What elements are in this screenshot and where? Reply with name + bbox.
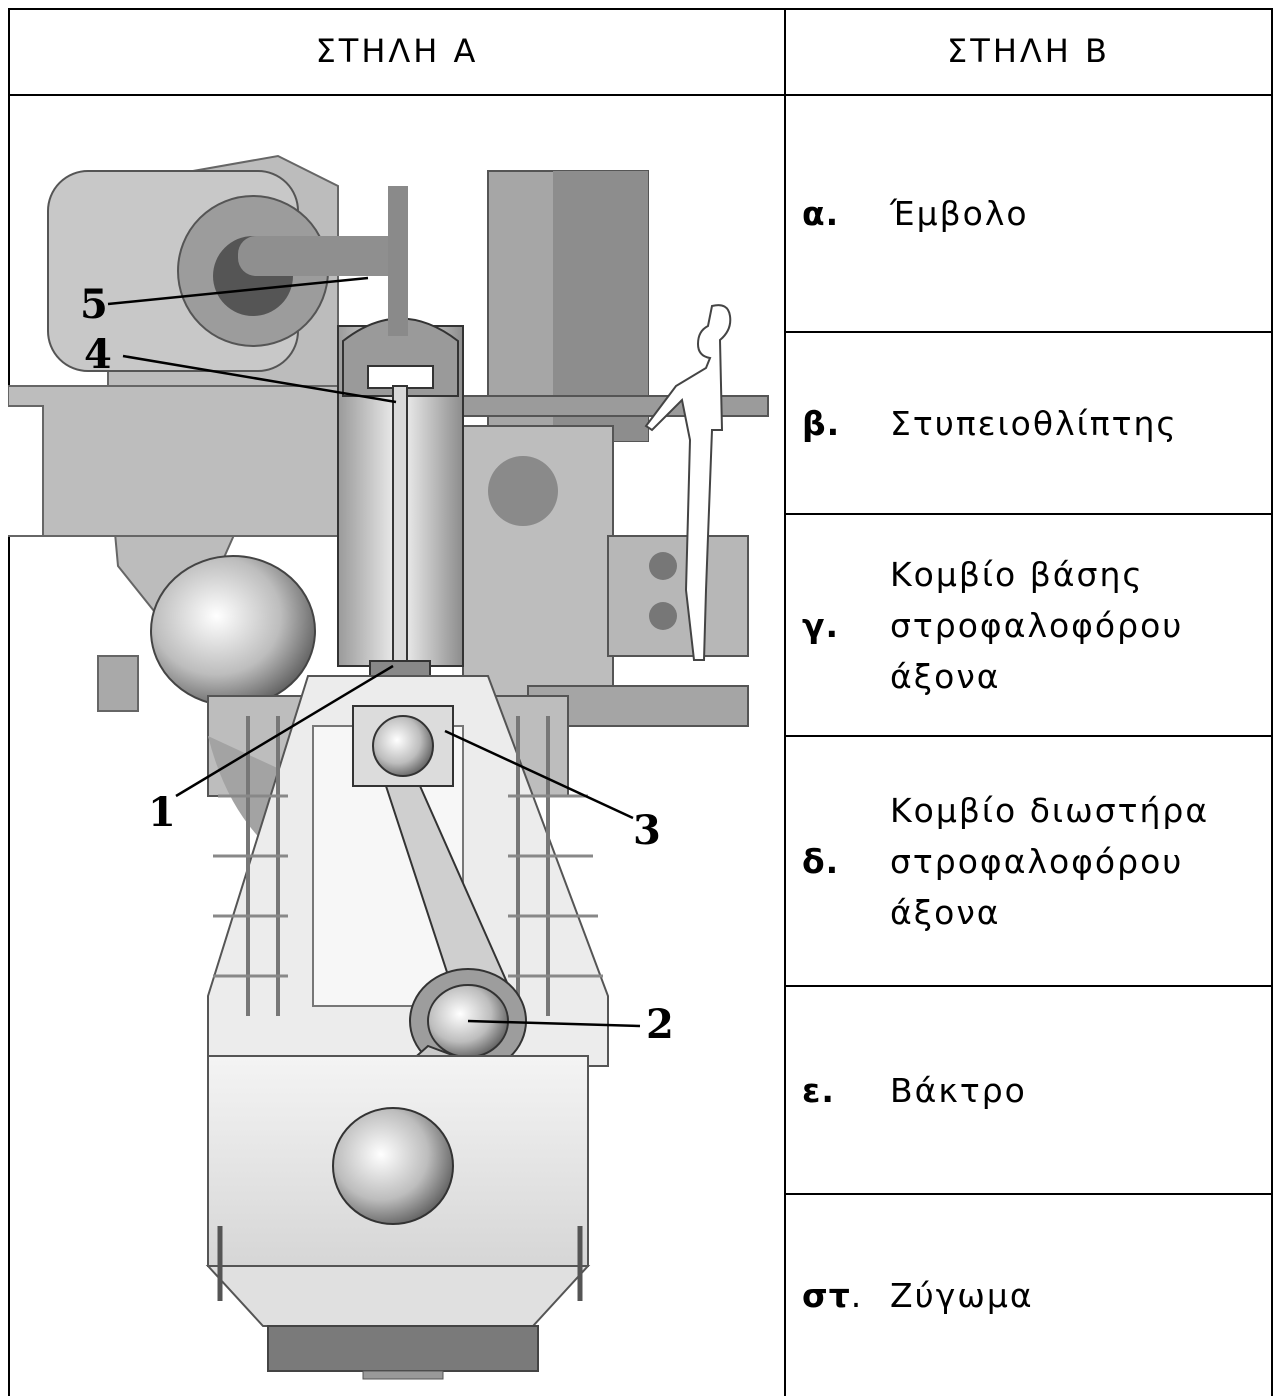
- row-text: Στυπειοθλίπτης: [890, 403, 1178, 443]
- oil-sump: [267, 1325, 539, 1372]
- table-border-top: [8, 8, 1273, 10]
- row-marker: δ.: [802, 841, 840, 881]
- callout-leader-3: [444, 729, 634, 820]
- row-text: Κομβίο διωστήρα στροφαλοφόρου άξονα: [890, 790, 1210, 932]
- row-marker: ε.: [802, 1070, 835, 1110]
- person-silhouette: [644, 304, 732, 661]
- piston: [367, 365, 434, 389]
- row-text: Ζύγωμα: [890, 1276, 1034, 1315]
- callout-5: 5: [80, 281, 108, 328]
- row-text: Έμβολο: [890, 194, 1029, 233]
- row-marker: στ.: [802, 1276, 863, 1315]
- row-divider: [786, 735, 1273, 737]
- engine-cross-section-figure: 5 4 1 3 2: [8, 96, 784, 1396]
- row-marker: α.: [802, 194, 840, 233]
- row-alpha: α. Έμβολο: [786, 96, 1273, 331]
- row-divider: [786, 985, 1273, 987]
- callout-4: 4: [84, 331, 112, 378]
- callout-leader-5: [107, 276, 369, 306]
- row-marker: γ.: [802, 605, 840, 645]
- engine-drawing: 5 4 1 3 2: [8, 154, 769, 1380]
- row-delta: δ. Κομβίο διωστήρα στροφαλοφόρου άξονα: [786, 737, 1273, 985]
- callout-2: 2: [646, 1001, 674, 1048]
- column-a-header: ΣΤΗΛΗ Α: [315, 32, 479, 70]
- callout-1: 1: [148, 789, 176, 836]
- callout-leader-4: [122, 354, 397, 404]
- column-b-header: ΣΤΗΛΗ Β: [947, 32, 1110, 70]
- scavenge-air-receiver: [150, 555, 316, 707]
- row-marker: β.: [802, 403, 841, 443]
- main-bearing-journal: [332, 1107, 454, 1225]
- row-text: Κομβίο βάσης στροφαλοφόρου άξονα: [890, 554, 1184, 696]
- table-border-right: [1271, 8, 1273, 1396]
- table-border-left: [8, 8, 10, 1396]
- row-text: Βάκτρο: [890, 1070, 1027, 1110]
- row-beta: β. Στυπειοθλίπτης: [786, 333, 1273, 513]
- row-epsilon: ε. Βάκτρο: [786, 987, 1273, 1193]
- callout-leader-2: [467, 1019, 641, 1028]
- header-divider: [8, 94, 1273, 96]
- callout-3: 3: [633, 807, 661, 854]
- callout-leader-1: [175, 664, 394, 798]
- row-gamma: γ. Κομβίο βάσης στροφαλοφόρου άξονα: [786, 515, 1273, 735]
- column-divider: [784, 8, 786, 1396]
- row-divider: [786, 513, 1273, 515]
- row-stigma: στ. Ζύγωμα: [786, 1195, 1273, 1396]
- row-divider: [786, 1193, 1273, 1195]
- row-divider: [786, 331, 1273, 333]
- matching-table: ΣΤΗΛΗ Α ΣΤΗΛΗ Β α. Έμβολο β. Στυπειοθλίπ…: [8, 8, 1273, 1396]
